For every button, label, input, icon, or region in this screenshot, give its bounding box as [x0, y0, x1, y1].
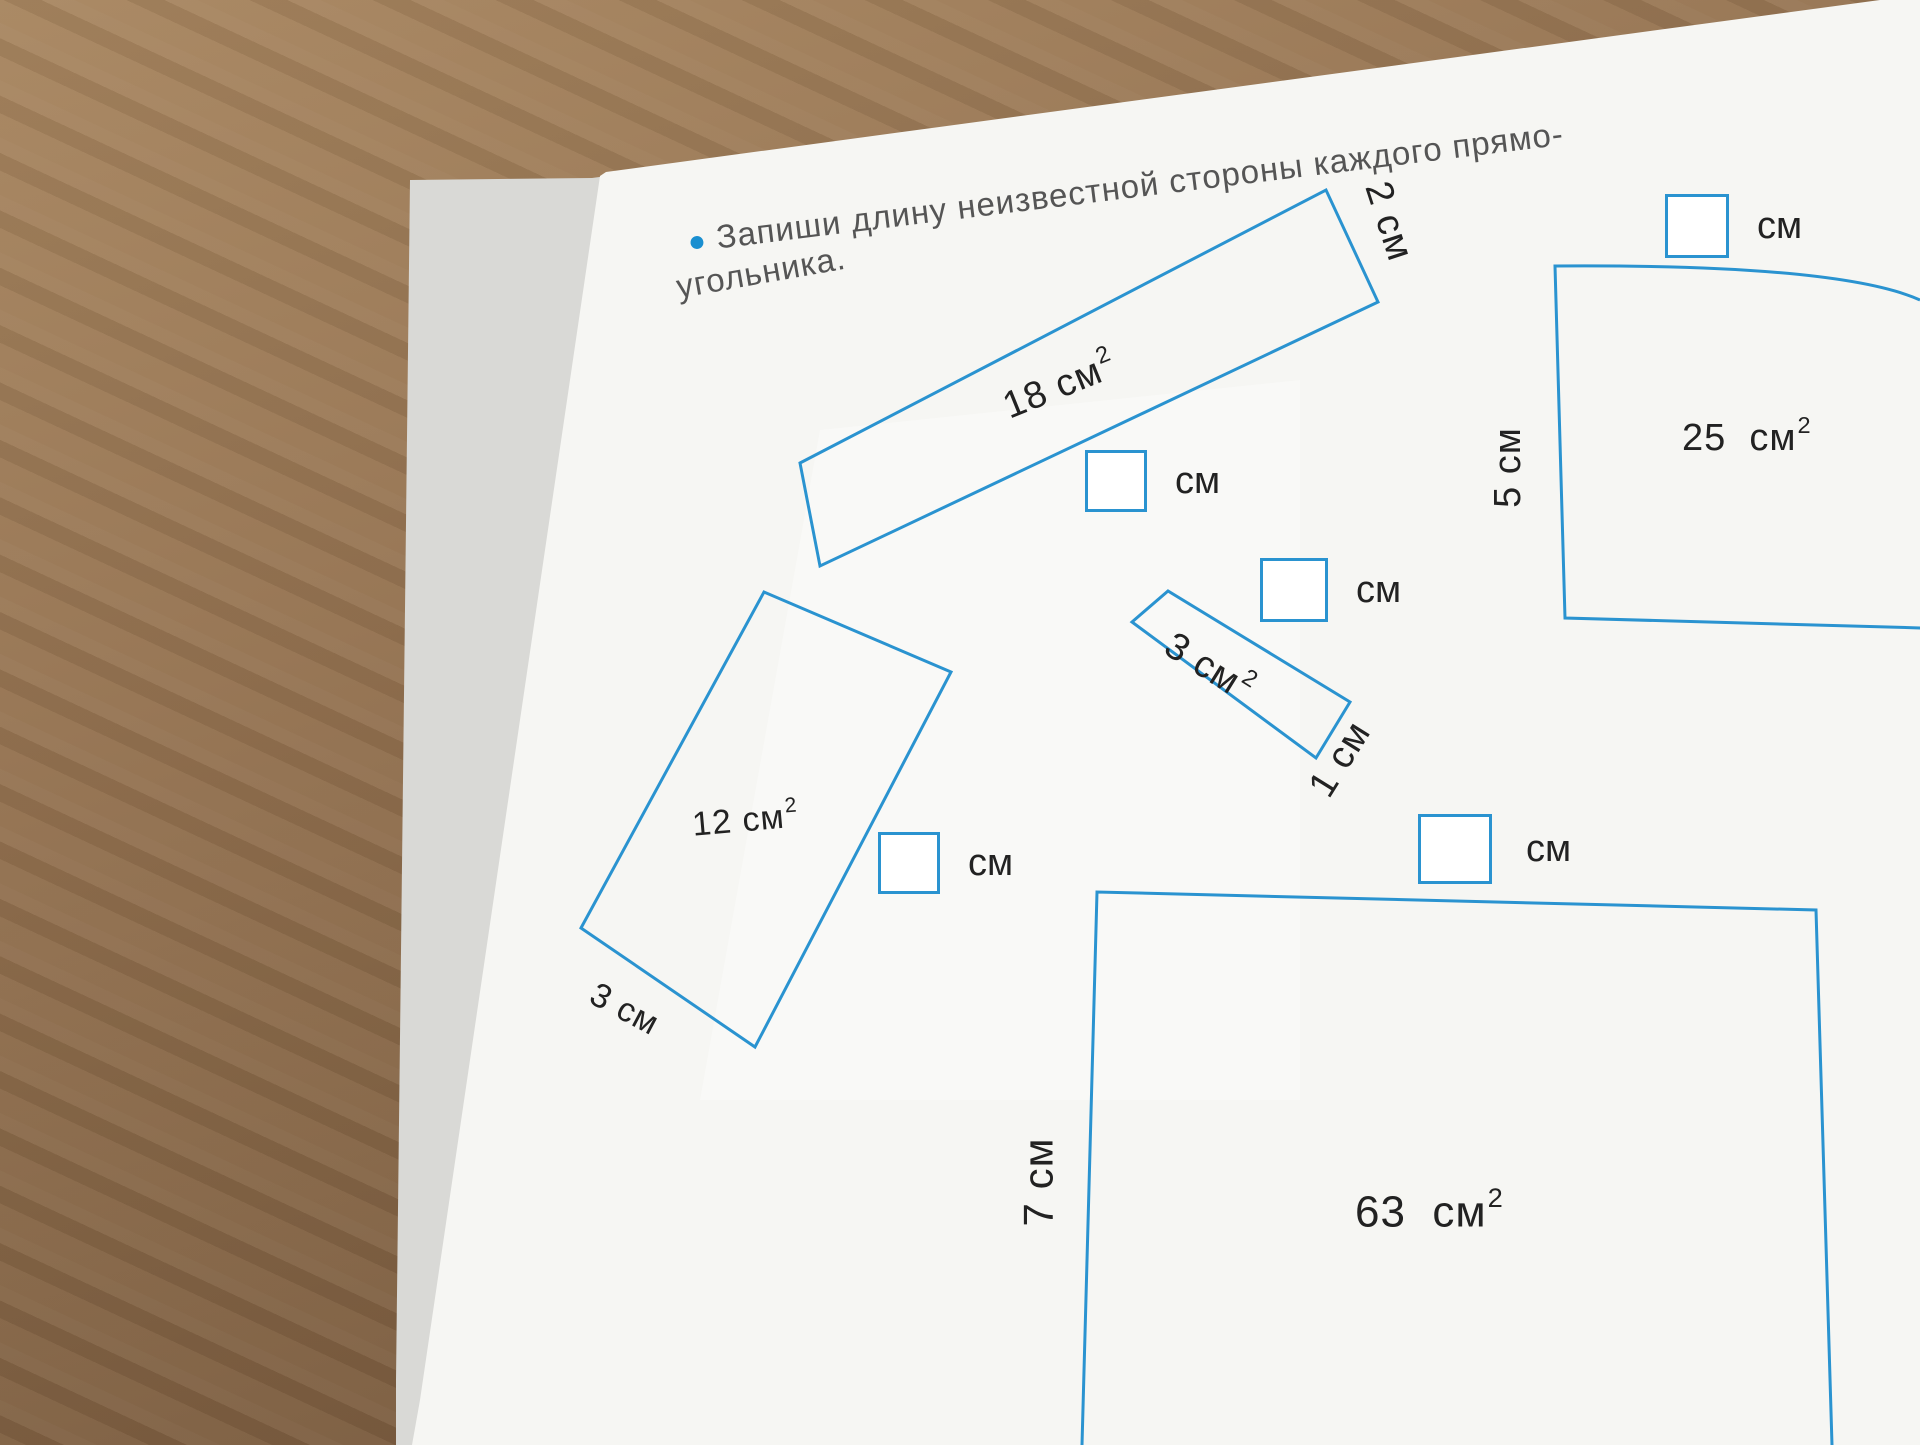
- rectangle-12-outline: [579, 590, 954, 1050]
- answer-box-25[interactable]: [1665, 194, 1729, 258]
- rectangle-12-unknown-side: см: [878, 832, 1013, 894]
- rectangle-63-area-label: 63 см2: [1355, 1182, 1504, 1237]
- rectangle-63-unknown-side: см: [1418, 814, 1571, 884]
- answer-box-3[interactable]: [1260, 558, 1328, 622]
- rectangle-18-unknown-side: см: [1085, 450, 1220, 512]
- answer-box-18[interactable]: [1085, 450, 1147, 512]
- workbook-page: [412, 0, 1920, 1445]
- page-highlight: [700, 380, 1300, 1100]
- answer-box-12[interactable]: [878, 832, 940, 894]
- bullet-icon: ●: [685, 223, 709, 260]
- rectangle-3-unknown-side: см: [1260, 558, 1401, 622]
- rectangle-63-outline: [1080, 890, 1834, 1445]
- rectangle-3-outline: [1129, 589, 1353, 761]
- rectangle-25-outline: [1553, 264, 1920, 630]
- rectangle-63-known-side: 7 см: [1014, 1137, 1062, 1227]
- rectangle-25-area-label: 25 см2: [1682, 412, 1812, 459]
- rectangle-25-known-side: 5 см: [1486, 427, 1529, 508]
- answer-box-63[interactable]: [1418, 814, 1492, 884]
- rectangle-25-unknown-side: см: [1665, 194, 1802, 258]
- rectangle-18-outline: [798, 187, 1380, 569]
